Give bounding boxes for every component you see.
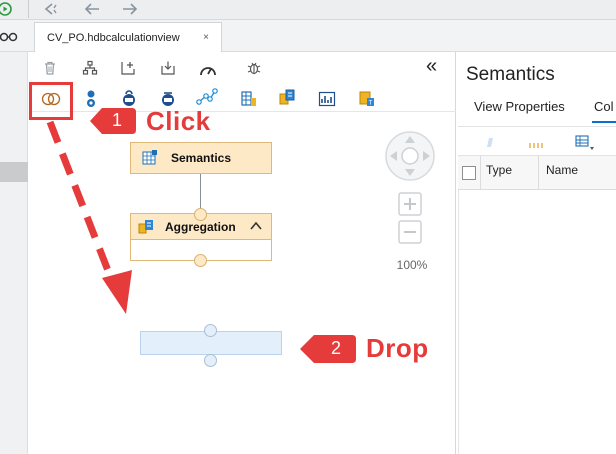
step-2-number: 2 <box>330 338 341 358</box>
aggregation-node-label: Aggregation <box>165 219 236 234</box>
editor-tab[interactable]: CV_PO.hdbcalculationview × <box>34 22 222 52</box>
semantics-toolbar <box>458 126 616 156</box>
top-toolbar <box>0 0 616 20</box>
table-function-icon[interactable] <box>238 88 260 110</box>
columns-icon[interactable] <box>528 137 544 148</box>
column-header-type[interactable]: Type <box>486 163 513 177</box>
step-2-label: Drop <box>366 333 429 363</box>
left-side-strip <box>0 52 28 454</box>
collapse-panel-icon[interactable]: « <box>426 55 438 77</box>
column-header-name[interactable]: Name <box>546 163 579 177</box>
forward-arrow-icon[interactable] <box>120 0 140 18</box>
network-icon[interactable] <box>196 86 218 108</box>
chevron-up-icon[interactable] <box>249 219 263 233</box>
zoom-in-button[interactable] <box>398 192 422 216</box>
trash-icon[interactable] <box>40 58 60 78</box>
svg-text:T: T <box>369 101 373 107</box>
rank-icon[interactable] <box>118 88 140 110</box>
semantics-panel <box>458 52 616 454</box>
step-1-badge <box>90 108 136 134</box>
semantics-panel-title: Semantics <box>466 64 555 85</box>
select-all-checkbox[interactable] <box>462 166 476 180</box>
back-arrow-icon[interactable] <box>82 0 102 18</box>
zoom-level: 100% <box>396 258 428 272</box>
editor-tab-title: CV_PO.hdbcalculationview <box>47 31 180 44</box>
column-divider <box>538 156 539 190</box>
node-connector <box>200 174 201 214</box>
semantics-icon <box>141 149 161 167</box>
columns-table-header <box>458 156 616 190</box>
drop-target-top-port[interactable] <box>204 324 217 337</box>
active-tab-indicator <box>592 121 616 123</box>
step-2-badge <box>300 335 356 363</box>
last-edit-location-icon[interactable] <box>42 0 62 18</box>
aggregation-input-port[interactable] <box>194 254 207 267</box>
step-1-number: 1 <box>111 110 122 130</box>
edit-icon[interactable] <box>484 135 496 149</box>
panel-border <box>458 190 459 454</box>
pan-navigation-control[interactable] <box>384 130 436 182</box>
toolbar-divider <box>28 0 29 18</box>
aggregation-icon <box>137 218 157 236</box>
zoom-out-button[interactable] <box>398 220 422 244</box>
close-icon[interactable]: × <box>203 32 209 43</box>
hierarchy-icon[interactable] <box>80 58 100 78</box>
gauge-icon[interactable] <box>198 60 218 80</box>
projection-icon[interactable] <box>316 88 338 110</box>
step-1-label: Click <box>146 106 211 136</box>
column-divider <box>480 156 481 190</box>
tables-icon[interactable]: T <box>356 88 378 110</box>
semantics-node[interactable]: Semantics <box>130 142 272 174</box>
left-strip-selected-item[interactable] <box>0 162 28 182</box>
aggregation-output-port[interactable] <box>194 208 207 221</box>
drag-arrow <box>46 120 132 314</box>
table-settings-icon[interactable] <box>574 134 596 152</box>
aggregation-icon[interactable] <box>276 86 298 108</box>
graph-icon[interactable] <box>157 88 179 110</box>
tab-view-properties[interactable]: View Properties <box>474 99 565 114</box>
glasses-icon[interactable] <box>0 28 18 44</box>
semantics-node-label: Semantics <box>171 151 232 165</box>
tab-columns[interactable]: Col <box>594 99 614 114</box>
add-node-icon[interactable] <box>118 58 138 78</box>
import-icon[interactable] <box>158 58 178 78</box>
union-icon[interactable] <box>80 88 102 110</box>
join-icon[interactable] <box>40 88 62 110</box>
run-icon[interactable] <box>0 0 14 18</box>
highlight-box <box>29 82 73 120</box>
drop-target-bottom-port[interactable] <box>204 354 217 367</box>
bug-icon[interactable] <box>244 58 264 78</box>
node-palette <box>30 84 456 112</box>
